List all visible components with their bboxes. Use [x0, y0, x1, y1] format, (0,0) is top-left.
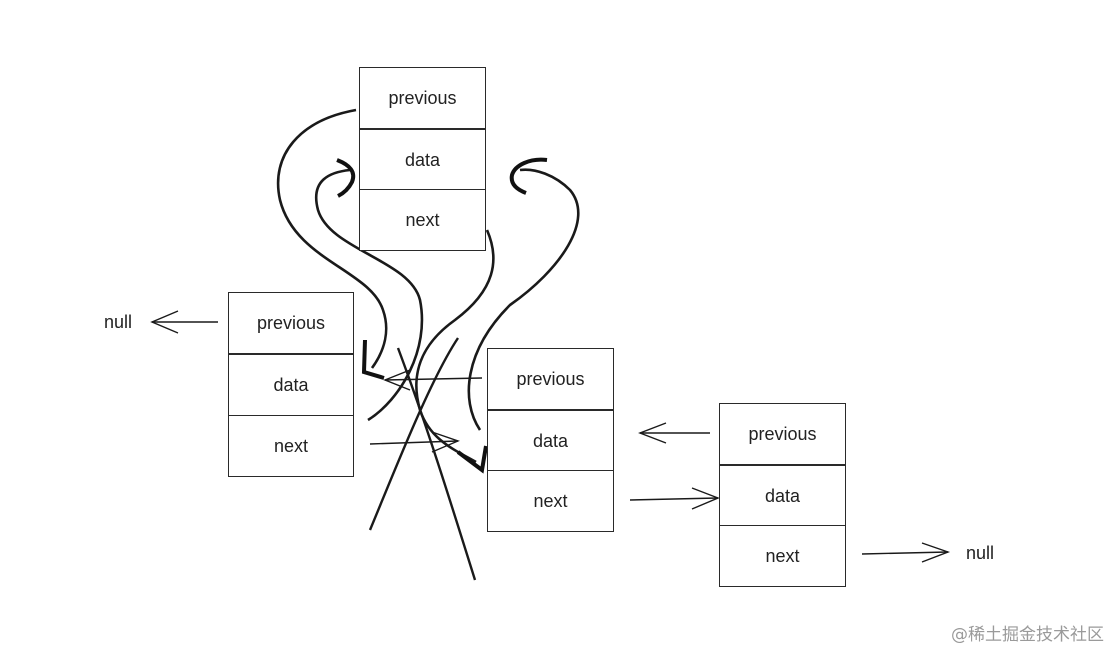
arrowhead-middle-data: [431, 431, 460, 453]
middle-node-next: next: [487, 470, 614, 532]
arrow-middle-previous-to-left-data: [384, 377, 483, 381]
curve-arrowhead-left-data: [361, 339, 385, 380]
left-node-previous: previous: [228, 292, 354, 354]
arrowhead-right-data: [691, 487, 720, 510]
arrow-right-next-to-null: [861, 551, 949, 555]
top-node-previous: previous: [359, 67, 486, 129]
right-node-next: next: [719, 525, 846, 587]
right-node-data: data: [719, 465, 846, 527]
arrow-middle-next-to-right-data: [629, 497, 719, 501]
null-label-right: null: [966, 543, 995, 563]
top-node-next: next: [359, 189, 486, 251]
middle-node-data: data: [487, 410, 614, 472]
arrowhead-right-null: [921, 542, 951, 563]
arrowhead-left-null: [150, 310, 179, 334]
left-node-next: next: [228, 415, 354, 477]
arrowhead-middle-data-right: [638, 422, 667, 444]
curve-top-previous-to-left-data: [276, 108, 388, 369]
right-node-previous: previous: [719, 403, 846, 465]
top-node-data: data: [359, 129, 486, 191]
curve-left-data-to-top-data: [315, 168, 424, 422]
curve-top-next-to-middle-data: [415, 229, 495, 464]
curve-middle-data-to-top-data: [467, 168, 580, 431]
cross-line-2: [396, 347, 477, 581]
curve-arrowhead-middle-data: [456, 445, 488, 474]
left-node-data: data: [228, 354, 354, 416]
middle-node-previous: previous: [487, 348, 614, 410]
curve-arrowhead-top-data-right: [509, 157, 548, 195]
curve-arrowhead-top-data-left: [336, 158, 356, 198]
null-label-left: null: [104, 312, 133, 332]
watermark: @稀土掘金技术社区: [951, 625, 1104, 645]
cross-line-1: [368, 337, 459, 531]
